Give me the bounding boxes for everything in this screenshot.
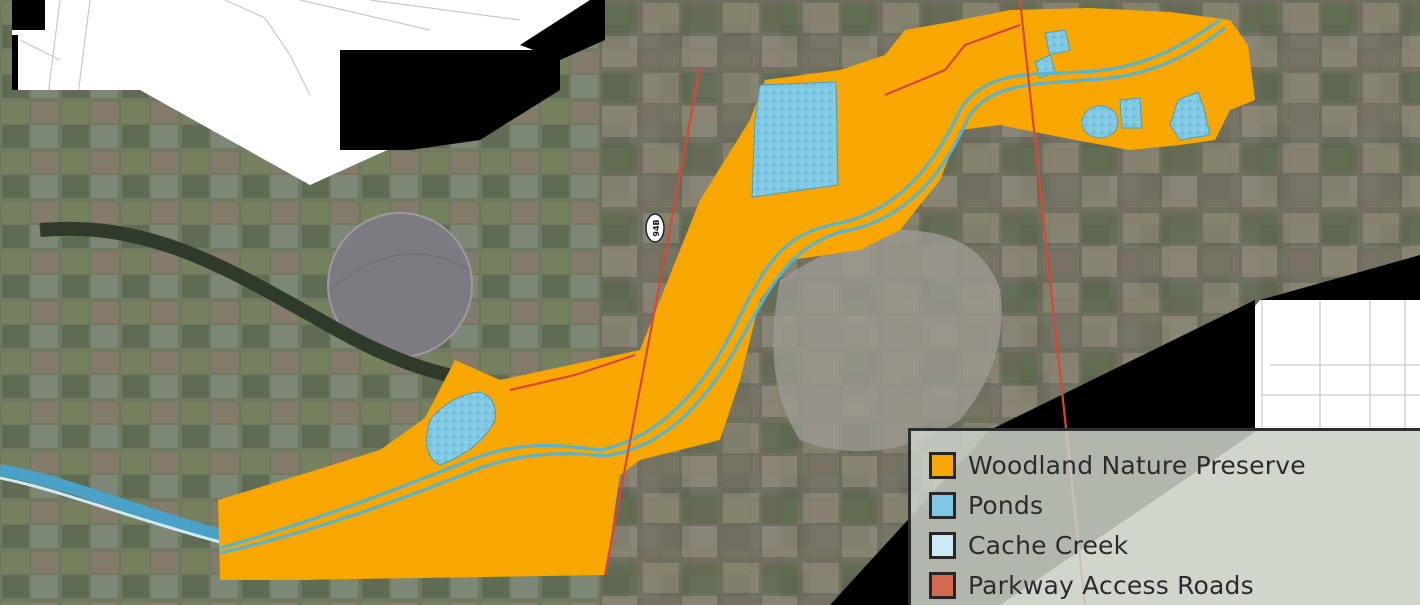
legend-label-creek: Cache Creek [968, 530, 1129, 560]
creek-channel-west [0, 464, 222, 541]
legend-label-ponds: Ponds [968, 490, 1044, 520]
legend-item-preserve: Woodland Nature Preserve [929, 447, 1306, 483]
ponds-swatch [929, 491, 956, 519]
legend-item-roads: Parkway Access Roads [929, 567, 1254, 603]
highway-shield-text: 94B [652, 219, 661, 236]
parcel-lines [19, 0, 1420, 430]
roads-swatch [929, 571, 956, 599]
legend-label-roads: Parkway Access Roads [968, 570, 1254, 600]
legend-label-preserve: Woodland Nature Preserve [968, 450, 1306, 480]
preserve-swatch [929, 451, 956, 479]
legend-item-ponds: Ponds [929, 487, 1043, 523]
pond-west [426, 391, 496, 466]
highway-94b-shield: 94B [645, 213, 665, 243]
pond-small-3 [1119, 97, 1143, 129]
access-road-north [884, 23, 1021, 97]
pond-small-1 [1044, 29, 1071, 56]
access-road-west [509, 353, 636, 392]
highway-94b-road [603, 67, 702, 576]
pond-large-north [751, 81, 839, 198]
pond-east [1169, 91, 1211, 141]
map-legend: Woodland Nature Preserve Ponds Cache Cre… [908, 428, 1420, 605]
riparian-corridor [39, 221, 472, 387]
cache-creek[interactable] [219, 18, 1226, 555]
creek-sandbar [0, 476, 221, 544]
gravel-mine-area [773, 230, 1002, 452]
pond-group[interactable] [426, 29, 1211, 466]
pond-round-east [1081, 105, 1119, 139]
creek-swatch [929, 531, 956, 559]
legend-item-creek: Cache Creek [929, 527, 1128, 563]
pivot-track [329, 253, 471, 291]
